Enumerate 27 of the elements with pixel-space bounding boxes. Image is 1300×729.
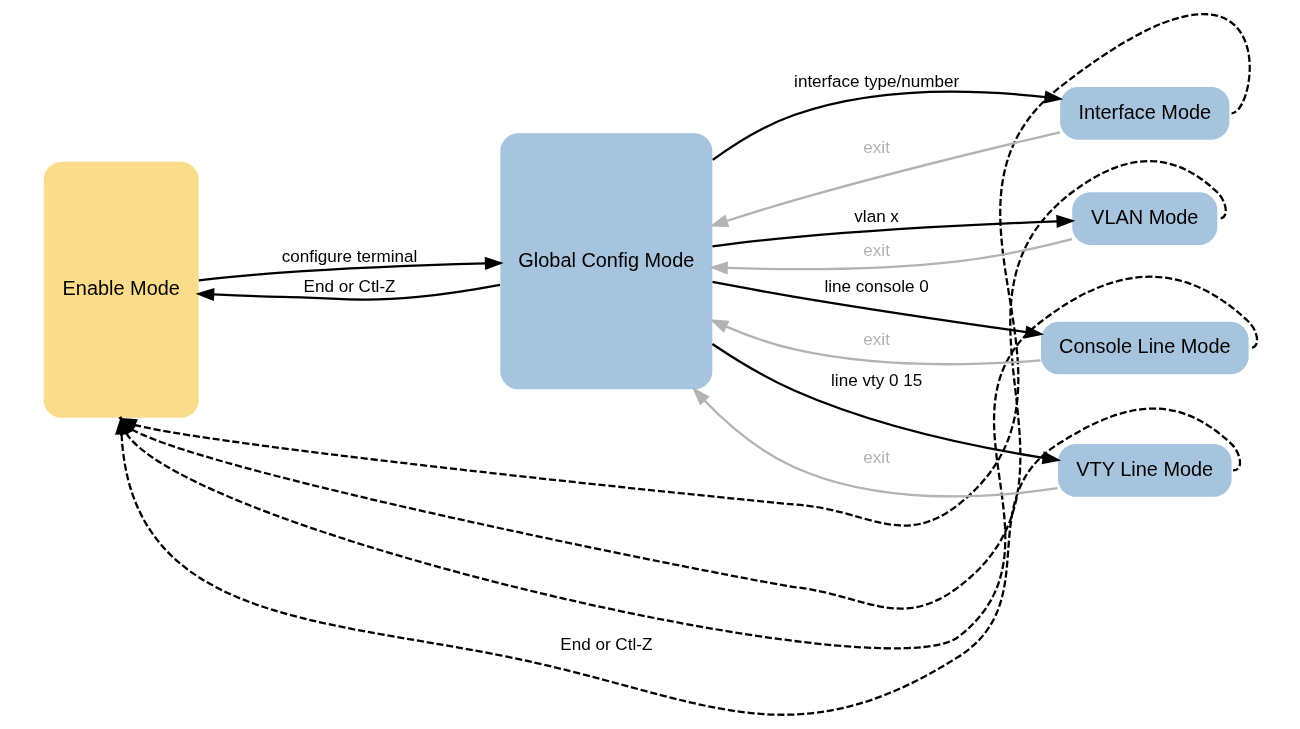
edge-label: exit (862, 329, 890, 349)
node-box: Interface Mode (1059, 87, 1229, 140)
arrow (711, 90, 1063, 161)
node-box: VLAN Mode (1071, 192, 1217, 245)
arrow (691, 387, 1058, 498)
edge-label: vlan x (853, 207, 899, 227)
arrow (711, 280, 1044, 339)
edge-label: configure terminal (281, 247, 417, 267)
edge-label: exit (862, 241, 890, 261)
node-box: Enable Mode (43, 161, 199, 418)
edge-label: End or Ctl-Z (303, 277, 396, 296)
arrow (711, 214, 1075, 248)
edge-label: line console 0 (823, 277, 929, 296)
edge-label: exit (862, 447, 890, 467)
arrow (198, 256, 504, 282)
edge-label: End or Ctl-Z (559, 635, 652, 655)
node-box: VTY Line Mode (1057, 444, 1232, 497)
arrow (194, 283, 500, 302)
edge-label: exit (862, 137, 890, 157)
arrow (708, 131, 1060, 227)
node-box: Console Line Mode (1040, 321, 1249, 375)
edge-label: line vty 0 15 (830, 370, 922, 390)
arrow (709, 319, 1041, 366)
arrow (711, 343, 1061, 465)
node-box: Global Config Mode (499, 133, 712, 390)
edge-label: interface type/number (793, 72, 959, 92)
arrow (708, 237, 1072, 275)
